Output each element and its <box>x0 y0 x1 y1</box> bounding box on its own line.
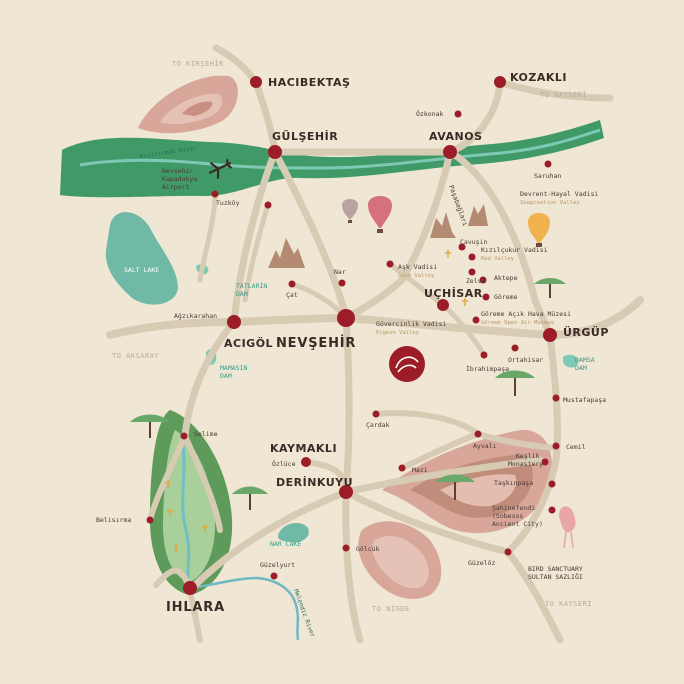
place-cemil: Cemil <box>566 443 586 451</box>
place-sahinefendi: Şahinefendi <box>492 504 535 512</box>
salt-lake <box>105 212 178 305</box>
airport-label-3: Airport <box>162 183 189 191</box>
hot-air-balloon-icon <box>368 196 392 233</box>
place-ayvali: Ayvalı <box>473 442 497 450</box>
nar-lake-label: NAR LAKE <box>270 540 301 548</box>
place-gulsehir: GÜLŞEHİR <box>272 129 338 143</box>
tree-icons <box>130 278 566 510</box>
nar-lake <box>278 522 309 543</box>
direction-kirsehir: TO KIRŞEHİR <box>172 59 224 68</box>
place-keslik-monastery: Monastery <box>508 460 543 468</box>
melendiz-river <box>189 576 300 641</box>
hot-air-balloon-icon-2 <box>342 199 358 223</box>
place-acigol: ACIGÖL <box>224 336 273 350</box>
place-nevsehir: NEVŞEHİR <box>276 335 356 351</box>
direction-kayseri-north: TO KAYSERİ <box>540 90 587 99</box>
place-kaymakli: KAYMAKLI <box>270 442 337 455</box>
place-aktepe: Aktepe <box>494 274 518 282</box>
direction-nigde: TO NİGDE <box>372 604 410 613</box>
place-ozluce: Özlüce <box>272 459 296 468</box>
place-cavusin: Çavuşin <box>460 238 487 246</box>
flamingo-icon <box>559 506 576 549</box>
airplane-icon <box>208 159 232 179</box>
mamasin-dam-label-2: DAM <box>220 372 232 380</box>
damsa-dam-label-2: DAM <box>575 364 587 372</box>
sublabel-red-valley: Red Valley <box>481 256 515 262</box>
salt-lake-label: SALT LAKE <box>124 266 159 274</box>
place-sahinefendi-3: Ancient City) <box>492 520 543 528</box>
sublabel-love-valley: Love Valley <box>398 273 435 279</box>
place-ask-vadisi: Aşk Vadisi <box>398 263 437 271</box>
place-mazi: Mazi <box>412 466 428 474</box>
place-avanos: AVANOS <box>429 130 483 143</box>
place-saruhan: Saruhan <box>534 172 561 180</box>
direction-kayseri-south: TO KAYSERİ <box>545 599 592 608</box>
airport-label-1: Nevşehir <box>162 167 193 175</box>
sublabel-imagination-valley: Imagination Valley <box>520 200 580 206</box>
place-bird-sanctuary: BIRD SANCTUARY <box>528 565 583 573</box>
damsa-dam-label-1: DAMSA <box>575 356 595 364</box>
road-network <box>106 44 644 644</box>
place-guzelyurt: Güzelyurt <box>260 561 295 569</box>
place-derinkuyu: DERİNKUYU <box>276 475 353 489</box>
place-guvercinlik: Güvercinlik Vadisi <box>376 320 447 328</box>
hill-north <box>138 75 238 134</box>
hot-air-balloon-icon-3 <box>528 213 550 247</box>
church-cross-icons <box>165 250 468 552</box>
place-devrent: Devrent-Hayal Vadisi <box>520 190 598 198</box>
cappadocia-logo-icon <box>389 346 425 382</box>
place-guzeloz: Güzelöz <box>468 559 495 567</box>
hill-south <box>358 521 442 599</box>
place-zelve: Zelve <box>466 277 486 285</box>
place-tuzkoy: Tuzköy <box>216 199 240 207</box>
place-keslik: Keşlik <box>516 452 540 460</box>
airport-label-2: Kapadokya <box>162 175 197 183</box>
place-ihlara: IHLARA <box>166 600 225 615</box>
tatlarin-dam-label-1: TATLARİN <box>236 281 267 290</box>
place-uchisar: UÇHİSAR <box>424 286 483 300</box>
tatlarin-dam-label-2: DAM <box>236 290 248 298</box>
place-agzikarahan: Ağzıkarahan <box>174 312 217 320</box>
place-golcuk: Gölcük <box>356 545 380 553</box>
sublabel-goreme-open-air: Göreme Open Air Museum <box>481 320 555 326</box>
place-hacibektas: HACIBEKTAŞ <box>268 76 350 89</box>
place-ozkonak: Özkonak <box>416 109 443 118</box>
place-ortahisar: Ortahisar <box>508 356 543 364</box>
place-urgup: ÜRGÜP <box>563 325 609 339</box>
sublabel-pigeon-valley: Pigeon Valley <box>376 330 420 336</box>
mamasin-dam-label-1: MAMASIN <box>220 364 247 372</box>
place-markers <box>146 76 560 595</box>
place-cardak: Çardak <box>366 421 390 429</box>
place-goreme-acik: Göreme Açık Hava Müzesi <box>481 310 571 318</box>
place-goreme: Göreme <box>494 293 518 301</box>
place-cat: Çat <box>286 291 298 299</box>
place-kozakli: KOZAKLI <box>510 71 567 84</box>
place-nar: Nar <box>334 268 346 276</box>
direction-aksaray: TO AKSARAY <box>112 352 159 360</box>
damsa-dam <box>563 354 579 368</box>
place-kizilcukur: Kızılçukur Vadisi <box>481 246 548 254</box>
fairy-chimneys-icon <box>268 204 488 268</box>
place-sahinefendi-2: (Sobesos <box>492 512 523 520</box>
place-selime: Selime <box>194 430 218 438</box>
place-belisirma: Belisırma <box>96 516 131 524</box>
place-ibrahimpasa: İbrahimpaşa <box>466 364 509 373</box>
place-taskinpasa: Taşkınpaşa <box>494 479 533 487</box>
place-sultan-sazligi: SULTAN SAZLIĞI <box>528 572 583 581</box>
kizilirmak-river <box>60 120 604 198</box>
place-mustafapasa: Mustafapaşa <box>563 396 606 404</box>
